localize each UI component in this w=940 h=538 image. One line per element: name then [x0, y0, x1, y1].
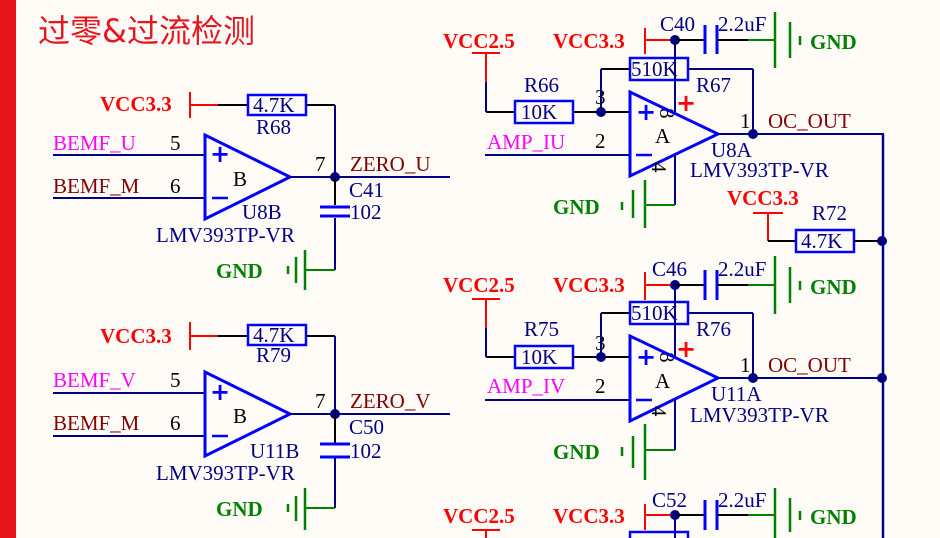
- net-label-in-minus: BEMF_M: [53, 174, 140, 198]
- resistor-value: 4.7K: [801, 229, 842, 253]
- resistor-value: 4.7K: [253, 323, 294, 347]
- cap-ref: C46: [652, 257, 687, 281]
- ground-label: GND: [553, 440, 600, 464]
- pin-number: 1: [740, 353, 751, 377]
- cap-ref: C52: [652, 488, 687, 512]
- zero-u-circuit: VCC3.3 4.7K R68 BEMF_U 5 BEMF_M 6 + B 7 …: [53, 92, 450, 290]
- power-label-vref: VCC2.5: [443, 29, 515, 53]
- svg-text:+: +: [676, 89, 696, 117]
- pin-number: 8: [655, 352, 679, 363]
- svg-text:+: +: [676, 335, 696, 363]
- power-label-vcc: VCC3.3: [727, 186, 799, 210]
- net-label-in-plus: BEMF_V: [53, 368, 136, 392]
- ground-label: GND: [216, 259, 263, 283]
- comparator-u11b: [203, 369, 294, 459]
- comparator-u11a: [628, 333, 722, 424]
- ground-label: GND: [810, 505, 857, 529]
- resistor-value: 4.7K: [253, 93, 294, 117]
- resistor-value: 10K: [521, 100, 557, 124]
- power-label-vref: VCC2.5: [443, 504, 515, 528]
- svg-text:+: +: [636, 98, 656, 126]
- part-label: B: [233, 167, 247, 191]
- net-label-out: OC_OUT: [768, 353, 851, 377]
- comparator-u8b: [203, 132, 294, 222]
- part-label: A: [655, 124, 671, 148]
- unit-ref: U11A: [711, 382, 762, 406]
- ground-label: GND: [216, 497, 263, 521]
- svg-text:+: +: [210, 378, 230, 406]
- cap-ref: C40: [660, 12, 695, 36]
- power-label-vcc: VCC3.3: [100, 92, 172, 116]
- chip-name: LMV393TP-VR: [690, 403, 829, 427]
- power-label-vcc: VCC3.3: [100, 324, 172, 348]
- resistor-ref: R75: [524, 317, 559, 341]
- junction: [877, 373, 887, 383]
- cap-value: 2.2uF: [718, 488, 766, 512]
- resistor-ref: R79: [256, 343, 291, 367]
- chip-name: LMV393TP-VR: [156, 461, 295, 485]
- svg-text:+: +: [210, 140, 230, 168]
- cap-ref: C41: [349, 178, 384, 202]
- pin-number: 4: [647, 162, 671, 173]
- resistor-partial: [628, 530, 690, 538]
- oc-w-circuit-partial: VCC2.5 VCC3.3 C52 2.2uF GND: [443, 488, 857, 538]
- junction: [748, 129, 758, 139]
- sheet-border: [0, 0, 16, 538]
- part-label: A: [655, 369, 671, 393]
- ground-label: GND: [553, 195, 600, 219]
- pin-number: 7: [315, 389, 326, 413]
- ground-label: GND: [810, 30, 857, 54]
- svg-text:+: +: [636, 343, 656, 371]
- net-label-in-plus: BEMF_U: [53, 131, 136, 155]
- resistor-ref: R66: [524, 73, 559, 97]
- pin-number: 5: [170, 131, 181, 155]
- cap-value: 102: [350, 200, 382, 224]
- net-label-in-minus: AMP_IV: [487, 374, 565, 398]
- resistor-value: 10K: [521, 345, 557, 369]
- ground-label: GND: [810, 275, 857, 299]
- resistor-ref: R67: [696, 73, 731, 97]
- resistor-ref: R76: [696, 317, 731, 341]
- resistor-value: 510K: [631, 57, 678, 81]
- pin-number: 7: [315, 152, 326, 176]
- cap-value: 2.2uF: [718, 12, 766, 36]
- pin-number: 6: [170, 411, 181, 435]
- chip-name: LMV393TP-VR: [156, 223, 295, 247]
- pin-number: 5: [170, 368, 181, 392]
- zero-v-circuit: VCC3.3 4.7K R79 BEMF_V 5 BEMF_M 6 + B 7 …: [53, 322, 450, 530]
- chip-name: LMV393TP-VR: [690, 158, 829, 182]
- resistor-ref: R72: [812, 201, 847, 225]
- net-label-out: OC_OUT: [768, 109, 851, 133]
- pin-number: 6: [170, 174, 181, 198]
- pin-number: 8: [655, 108, 679, 119]
- unit-ref: U8B: [242, 200, 282, 224]
- cap-value: 2.2uF: [718, 257, 766, 281]
- power-label-vcc: VCC3.3: [553, 273, 625, 297]
- pin-number: 2: [595, 374, 606, 398]
- pin-number: 4: [647, 406, 671, 417]
- resistor-value: 510K: [631, 301, 678, 325]
- power-label-vcc: VCC3.3: [553, 29, 625, 53]
- power-label-vref: VCC2.5: [443, 273, 515, 297]
- cap-value: 102: [350, 439, 382, 463]
- unit-ref: U11B: [250, 439, 299, 463]
- net-label-out: ZERO_V: [350, 389, 431, 413]
- oc-u-circuit: VCC2.5 R66 10K 3 510K R67 VCC3.3 C40 2.2…: [443, 12, 887, 538]
- junction: [748, 373, 758, 383]
- resistor-ref: R68: [256, 115, 291, 139]
- net-label-out: ZERO_U: [350, 152, 431, 176]
- net-label-in-minus: BEMF_M: [53, 411, 140, 435]
- power-label-vcc: VCC3.3: [553, 504, 625, 528]
- unit-ref: U8A: [711, 138, 753, 162]
- oc-v-circuit: VCC2.5 R75 10K 3 510K R76 VCC3.3 C46 2.2…: [443, 256, 887, 480]
- cap-ref: C50: [349, 415, 384, 439]
- pin-number: 2: [595, 129, 606, 153]
- net-label-in-minus: AMP_IU: [487, 130, 565, 154]
- pin-number: 1: [740, 109, 751, 133]
- part-label: B: [233, 404, 247, 428]
- sheet-title: 过零&过流检测: [38, 12, 255, 50]
